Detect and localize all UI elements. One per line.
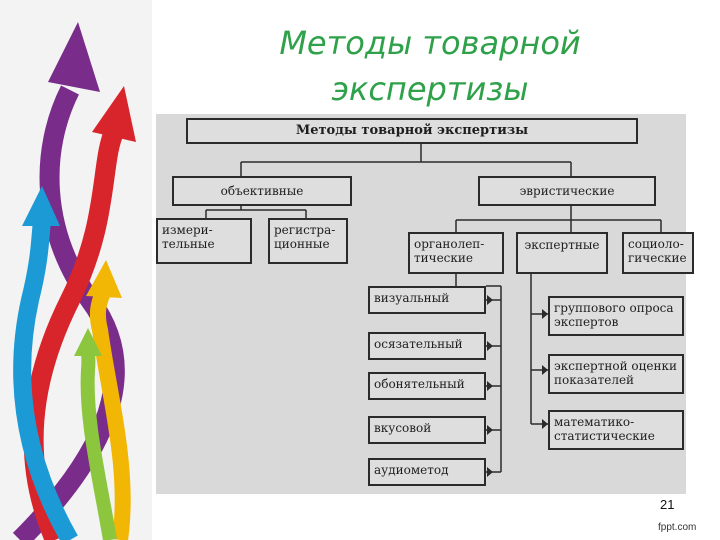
objective-box: объективные (172, 176, 352, 206)
heuristic-box: эвристические (478, 176, 656, 206)
methods-diagram: Методы товарной экспертизы объективные э… (156, 114, 694, 494)
list-item: экспертной оценки показателей (548, 354, 684, 394)
root-box: Методы товарной экспертизы (186, 118, 638, 144)
measuring-box: измери- тельные (156, 218, 252, 264)
slide-title-line-2: экспертизы (331, 70, 529, 108)
sociological-box: социоло- гические (622, 232, 694, 274)
list-item: обонятельный (368, 372, 486, 400)
ribbon-arrows-decoration (12, 22, 136, 540)
list-item: математико- статистические (548, 410, 684, 450)
expert-box: экспертные (516, 232, 608, 274)
slide-title-line-1: Методы товарной (279, 24, 581, 62)
registration-box: регистра- ционные (268, 218, 348, 264)
list-item: осязательный (368, 332, 486, 360)
list-item: аудиометод (368, 458, 486, 486)
footer-text: fppt.com (658, 522, 697, 533)
list-item: группового опроса экспертов (548, 296, 684, 336)
list-item: визуальный (368, 286, 486, 314)
organoleptic-box: органолеп- тические (408, 232, 504, 274)
page-number: 21 (660, 497, 675, 512)
list-item: вкусовой (368, 416, 486, 444)
